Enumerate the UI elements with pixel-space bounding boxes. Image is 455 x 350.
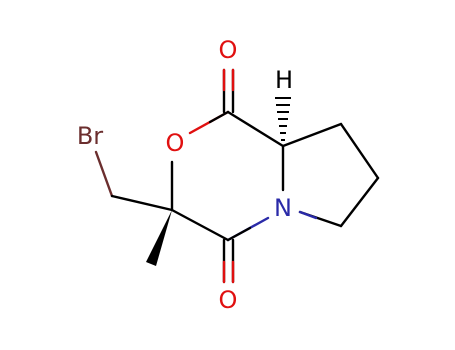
- ring-oxygen-atom-label: O: [166, 129, 185, 157]
- hydrogen-atom-label: H: [275, 66, 293, 94]
- hashed-bond-h: [275, 97, 291, 141]
- carbonyl-oxygen-bottom-label: O: [219, 286, 238, 314]
- wedge-bond-methyl: [146, 210, 172, 266]
- bond-c8-c7: [339, 122, 380, 180]
- bond-n-c4: [226, 226, 252, 242]
- bromine-atom-label: Br: [77, 122, 103, 150]
- bond-c6-n-blue: [298, 210, 318, 220]
- bond-ch2-c3: [110, 194, 174, 212]
- bond-br-ch2-a: [94, 150, 114, 198]
- bond-c8a-c8: [281, 122, 343, 148]
- nitrogen-atom-label: N: [274, 194, 292, 222]
- bond-o-c1: [208, 110, 230, 124]
- bond-c7-c6: [339, 176, 380, 228]
- bonds: [94, 68, 380, 284]
- bond-c4-c3: [170, 208, 230, 242]
- bond-c1-c8a: [226, 110, 285, 148]
- carbonyl-oxygen-top-label: O: [219, 36, 238, 64]
